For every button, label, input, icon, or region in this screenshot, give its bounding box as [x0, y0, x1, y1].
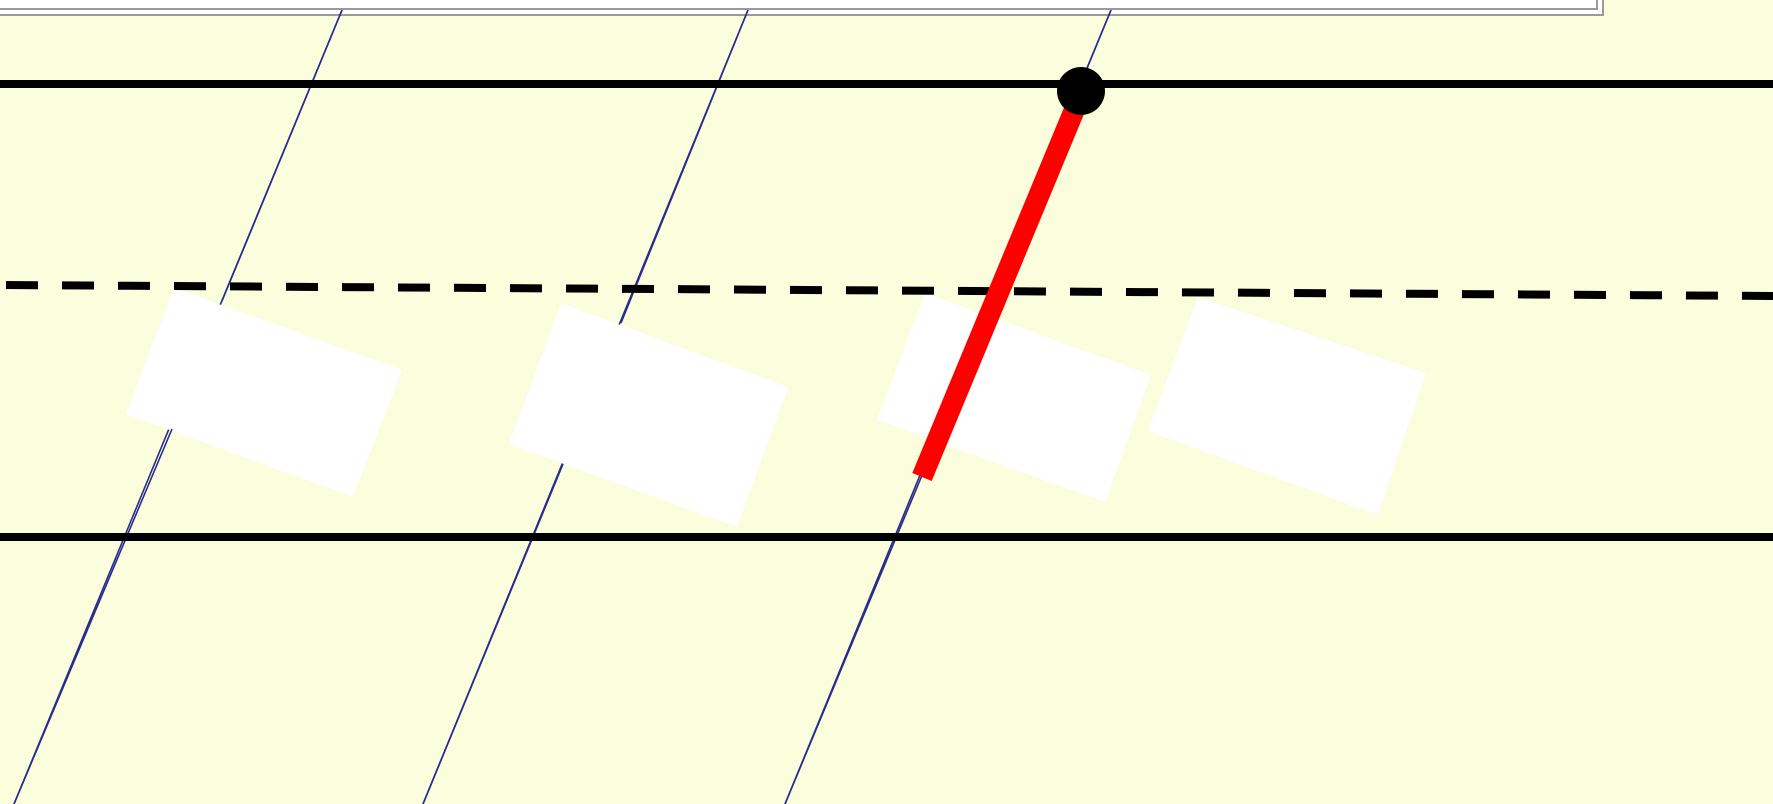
guide-line-1-upper — [221, 9, 343, 302]
guide-line-2-lower — [422, 463, 564, 804]
rectangle-2 — [509, 303, 788, 527]
rectangles — [126, 288, 1426, 527]
rectangle-3 — [877, 293, 1151, 502]
guide-line-1-lower — [13, 428, 173, 804]
guide-line-3-lower — [784, 472, 924, 804]
rectangle-1 — [126, 288, 402, 497]
guide-line-2-upper — [620, 9, 749, 324]
top-frame — [0, 0, 1604, 16]
guide-line-overlays — [13, 9, 1112, 804]
dashed-line — [5, 281, 1773, 300]
pivot-point — [1057, 67, 1105, 115]
top-frame-inner — [0, 0, 1598, 10]
rectangle-4 — [1148, 297, 1426, 515]
solid-lines — [0, 80, 1773, 541]
pendulum-rod — [912, 89, 1091, 482]
